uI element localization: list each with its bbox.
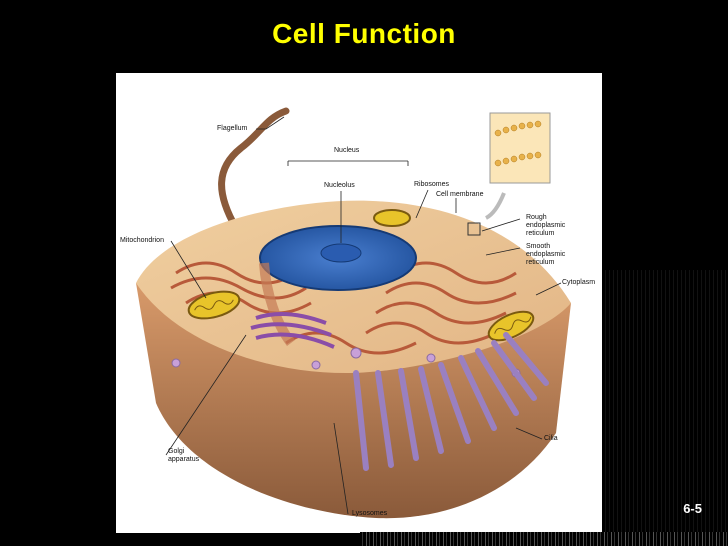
flagellum (218, 107, 290, 232)
label-golgi-line2: apparatus (168, 456, 200, 463)
label-cilia: Cilia (544, 435, 558, 442)
label-rough-er: Rough endoplasmic reticulum (526, 214, 565, 238)
label-smooth-er-line1: Smooth (526, 243, 551, 250)
label-cell-membrane: Cell membrane (436, 191, 484, 198)
label-rough-er-line3: reticulum (526, 230, 555, 237)
label-cytoplasm: Cytoplasm (562, 279, 596, 286)
cilia (353, 332, 549, 471)
leader-lines (165, 116, 562, 515)
decorative-stripes-right (602, 270, 728, 546)
label-rough-er-line2: endoplasmic (526, 222, 566, 229)
label-nucleus: Nucleus (334, 147, 360, 154)
membrane-detail-box (467, 222, 481, 236)
membrane-inset-lipids (494, 120, 542, 167)
label-smooth-er-line2: endoplasmic (526, 251, 566, 258)
mitochondrion-left (187, 290, 241, 320)
label-golgi: Golgi apparatus (168, 448, 199, 464)
label-smooth-er: Smooth endoplasmic reticulum (526, 243, 565, 267)
label-golgi-line1: Golgi (168, 448, 185, 455)
cell-illustration (136, 107, 571, 519)
cell-diagram-panel: Flagellum Nucleus Nucleolus Ribosomes Ce… (116, 73, 602, 533)
nucleolus (320, 243, 362, 263)
slide-title: Cell Function (0, 18, 728, 50)
mitochondrion-top (373, 209, 411, 227)
decorative-stripes-bottom (360, 532, 728, 546)
golgi-apparatus (250, 312, 335, 349)
label-lysosomes: Lysosomes (352, 510, 388, 517)
label-mitochondrion: Mitochondrion (120, 237, 164, 244)
slide-title-text: Cell Function (272, 18, 456, 49)
label-flagellum: Flagellum (217, 125, 248, 132)
slide-number: 6-5 (683, 501, 702, 516)
mitochondrion-right (487, 310, 535, 342)
label-nucleolus: Nucleolus (324, 182, 355, 189)
label-rough-er-line1: Rough (526, 214, 547, 221)
label-ribosomes: Ribosomes (414, 181, 450, 188)
label-smooth-er-line3: reticulum (526, 259, 555, 266)
rough-er-folds (170, 261, 517, 355)
